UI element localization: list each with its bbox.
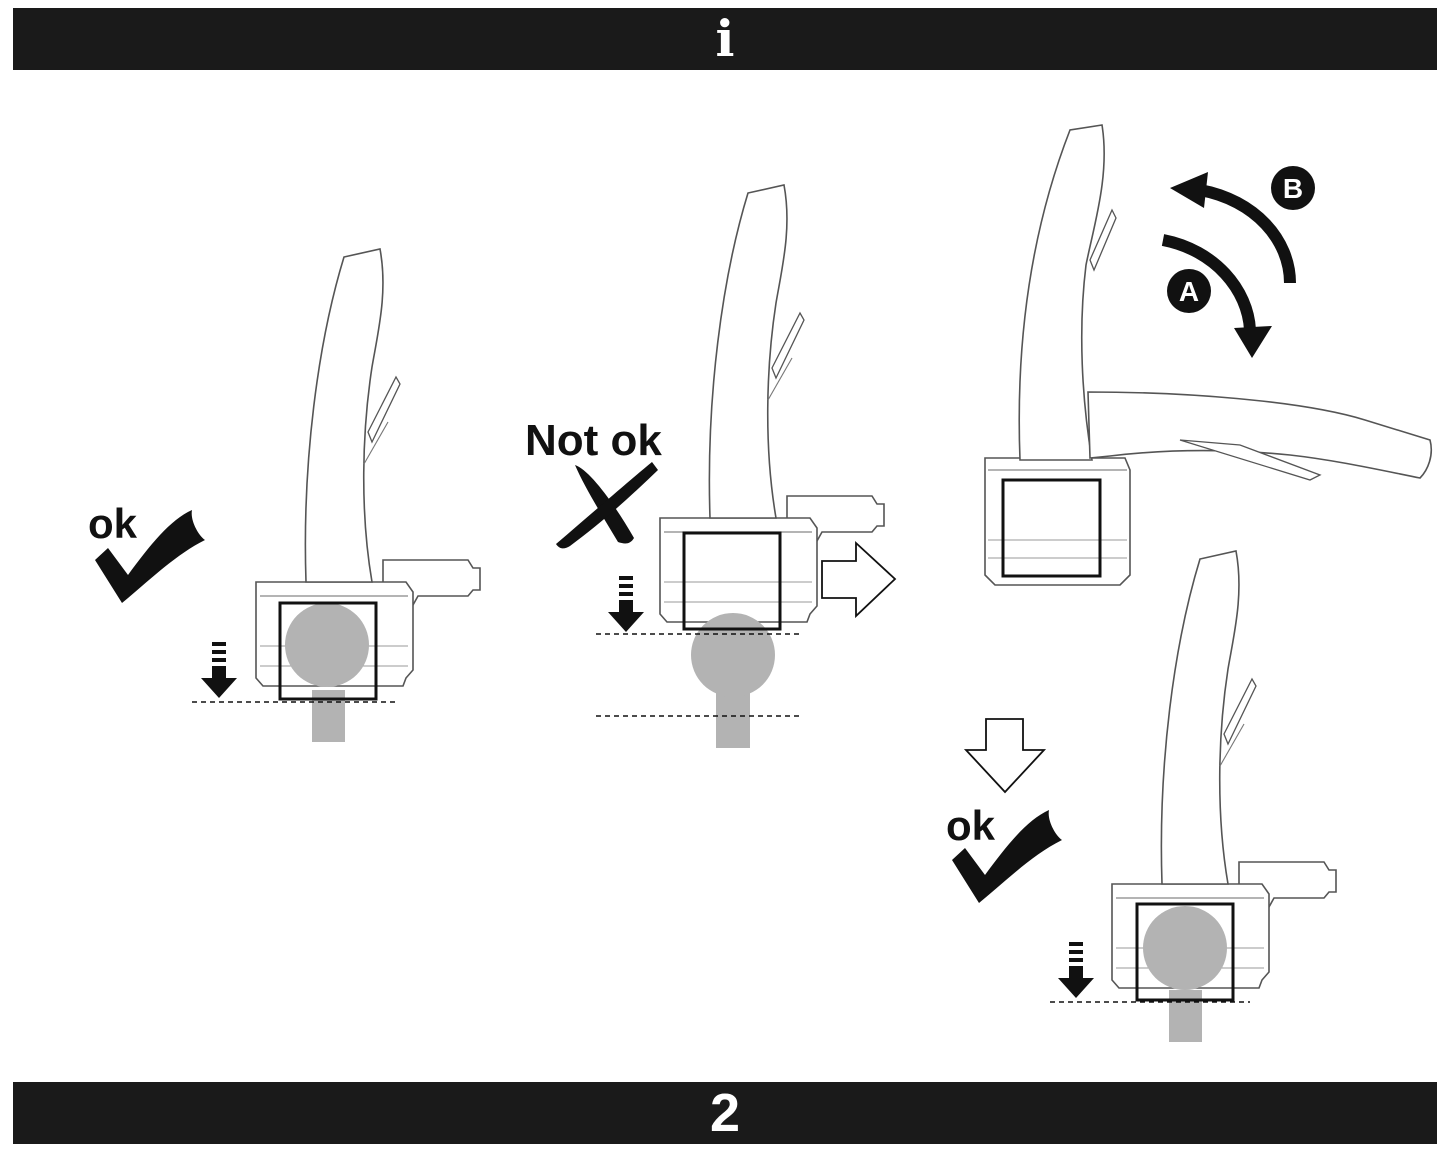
info-icon: i: [715, 9, 735, 68]
ball: [285, 603, 369, 687]
socket-frame: [1135, 902, 1235, 1002]
figure-ok-bottom: ok: [946, 550, 1337, 1042]
rotation-arrow-a-icon: [1161, 234, 1272, 358]
check-mark-icon: [952, 810, 1062, 903]
socket-frame: [278, 601, 378, 701]
ball-stem: [1169, 990, 1202, 1042]
ok-label-bottom: ok: [946, 802, 996, 849]
figure-ok-left: ok: [88, 248, 481, 742]
rotation-arrow-b-icon: [1170, 172, 1296, 284]
down-arrow-icon: [201, 642, 237, 698]
down-hollow-arrow-icon: [963, 718, 1047, 794]
ball: [691, 613, 775, 697]
cross-mark-icon: [556, 462, 658, 549]
figure-lever: B A: [984, 124, 1433, 586]
circle-a-badge: A: [1167, 269, 1211, 313]
figure-not-ok: Not ok: [525, 184, 897, 748]
right-arrow-icon: [821, 540, 897, 619]
svg-text:A: A: [1179, 276, 1199, 307]
footer-bar: 2: [13, 1082, 1437, 1144]
socket-frame: [1001, 478, 1102, 578]
check-mark-icon: [95, 510, 205, 603]
page-number: 2: [709, 1083, 741, 1143]
circle-b-badge: B: [1271, 166, 1315, 210]
ball: [1143, 906, 1227, 990]
down-arrow-icon: [608, 576, 644, 632]
not-ok-label: Not ok: [525, 416, 662, 465]
ok-label-left: ok: [88, 500, 138, 547]
down-arrow-icon: [1058, 942, 1094, 998]
svg-text:B: B: [1283, 173, 1303, 204]
socket-frame: [682, 531, 782, 631]
header-bar: i: [13, 8, 1437, 70]
